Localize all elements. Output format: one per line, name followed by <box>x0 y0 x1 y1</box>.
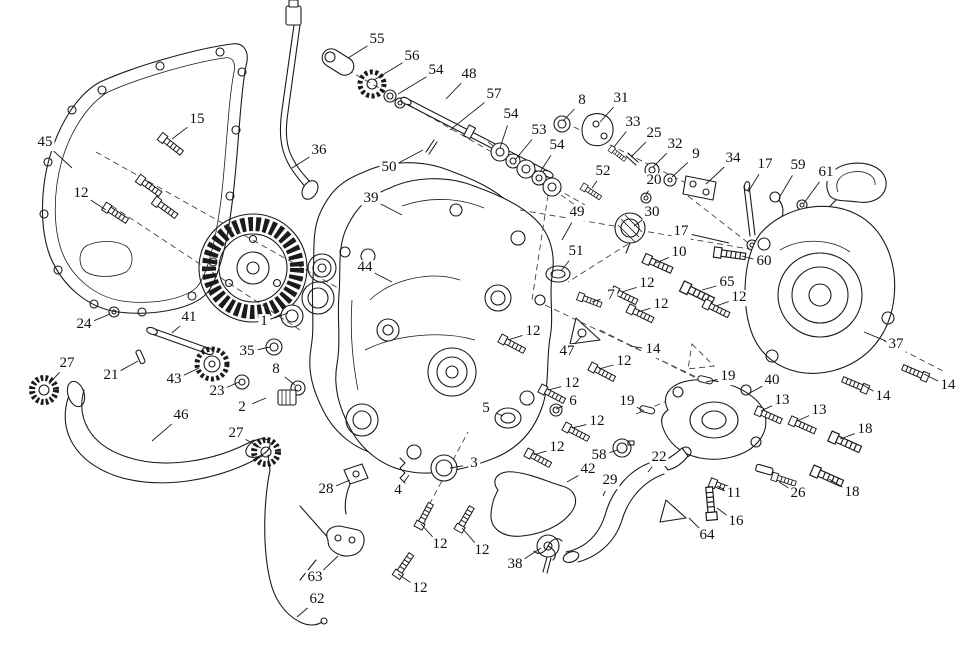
water-pump-drawing <box>562 379 774 563</box>
outer-cover-drawing <box>335 178 554 474</box>
oil-pump-drive-drawing <box>108 306 250 390</box>
recoil-starter-drawing <box>744 162 896 374</box>
pump-gasket-impeller-drawing <box>399 403 577 574</box>
bracket-cable-drawing <box>264 454 369 626</box>
one-way-clutch-drawing <box>277 389 297 406</box>
dowel-pin-drawing <box>638 404 656 416</box>
stator-wire-drawing <box>279 0 319 200</box>
top-shaft-assembly-drawing <box>321 48 562 197</box>
stator-drawing <box>198 213 308 323</box>
coolant-hose-drawing <box>29 375 281 484</box>
gasket-drawing <box>39 43 248 317</box>
bearings-seals-drawing <box>265 253 337 406</box>
